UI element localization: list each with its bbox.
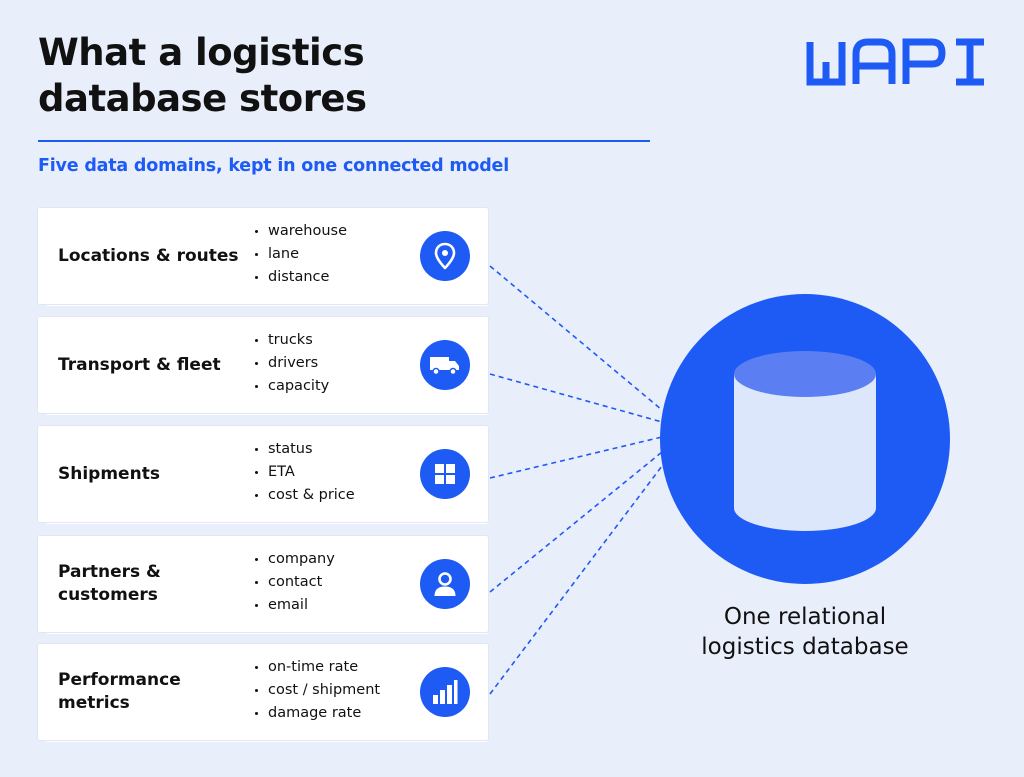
domain-title: Transport & fleet	[58, 354, 221, 375]
domain-item: email	[252, 594, 428, 617]
location-pin-icon	[420, 231, 470, 281]
card-face: Locations & routes warehouse lane distan…	[38, 208, 488, 304]
bar-chart-icon	[420, 667, 470, 717]
domain-card-locations: Locations & routes warehouse lane distan…	[38, 208, 490, 306]
page-title: What a logistics database stores	[38, 30, 598, 122]
domain-item: capacity	[252, 375, 428, 398]
domain-items: on-time rate cost / shipment damage rate	[252, 656, 428, 725]
card-face: Shipments status ETA cost & price	[38, 426, 488, 522]
card-face: Transport & fleet trucks drivers capacit…	[38, 317, 488, 413]
domain-card-shipments: Shipments status ETA cost & price	[38, 426, 490, 524]
connector-line-partners	[489, 451, 663, 593]
domain-card-transport: Transport & fleet trucks drivers capacit…	[38, 317, 490, 415]
domain-item: damage rate	[252, 702, 428, 725]
domain-card-partners: Partners & customers company contact ema…	[38, 536, 490, 634]
title-line-1: What a logistics	[38, 31, 365, 74]
connector-line-locations	[489, 265, 663, 411]
domain-item: cost & price	[252, 484, 428, 507]
database-label: One relational logistics database	[650, 602, 960, 662]
domain-item: drivers	[252, 352, 428, 375]
title-line-2: database stores	[38, 77, 367, 120]
wapi-logo	[806, 38, 984, 86]
domain-title: Performance metrics	[58, 670, 181, 713]
domain-title: Shipments	[58, 463, 160, 484]
domain-title: Partners & customers	[58, 562, 161, 605]
database-cylinder-icon	[660, 294, 950, 584]
connector-line-transport	[489, 373, 663, 423]
domain-item: cost / shipment	[252, 679, 428, 702]
database-label-line-1: One relational	[723, 604, 887, 630]
domain-item: warehouse	[252, 220, 428, 243]
domain-card-performance: Performance metrics on-time rate cost / …	[38, 644, 490, 742]
domain-item: status	[252, 438, 428, 461]
domain-title: Locations & routes	[58, 245, 239, 266]
card-face: Performance metrics on-time rate cost / …	[38, 644, 488, 740]
connector-line-performance	[489, 465, 663, 695]
domain-item: distance	[252, 266, 428, 289]
database-label-line-2: logistics database	[701, 634, 909, 660]
truck-icon	[420, 340, 470, 390]
card-face: Partners & customers company contact ema…	[38, 536, 488, 632]
domain-items: warehouse lane distance	[252, 220, 428, 289]
domain-item: contact	[252, 571, 428, 594]
domain-items: company contact email	[252, 548, 428, 617]
domain-items: trucks drivers capacity	[252, 329, 428, 398]
person-icon	[420, 559, 470, 609]
domain-items: status ETA cost & price	[252, 438, 428, 507]
subtitle: Five data domains, kept in one connected…	[38, 156, 510, 176]
domain-item: company	[252, 548, 428, 571]
domain-item: trucks	[252, 329, 428, 352]
grid-icon	[420, 449, 470, 499]
domain-item: lane	[252, 243, 428, 266]
domain-item: ETA	[252, 461, 428, 484]
header-divider	[38, 140, 650, 142]
connector-line-shipments	[489, 436, 663, 479]
domain-item: on-time rate	[252, 656, 428, 679]
